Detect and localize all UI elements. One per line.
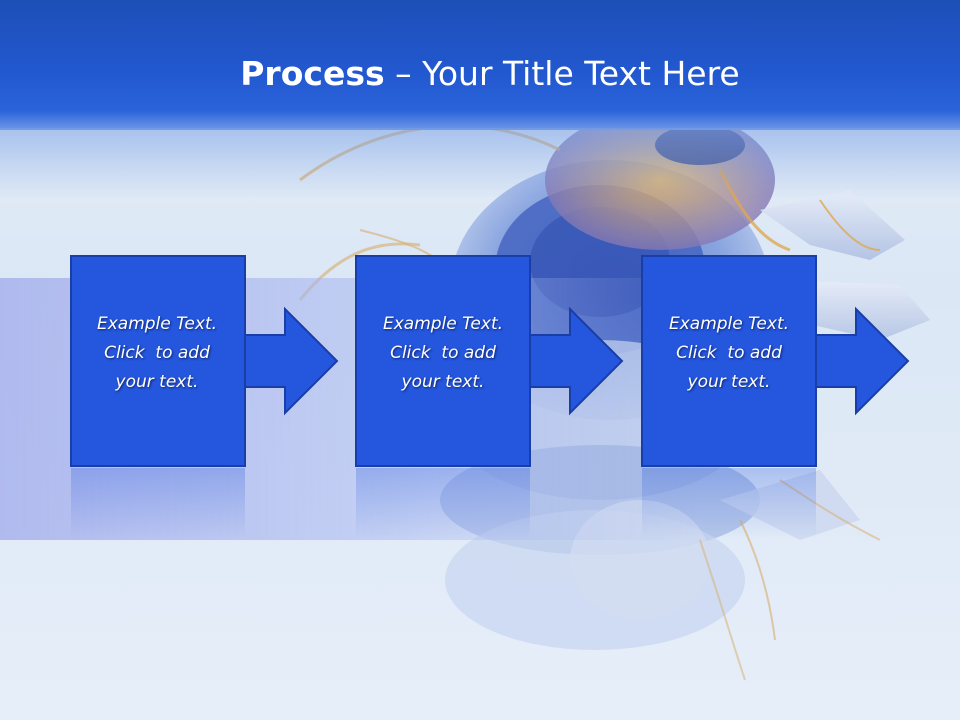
step-1-text[interactable]: Example Text. Click to add your text. [71,310,243,397]
slide-title[interactable]: Process – Your Title Text Here [0,52,960,96]
step-text-line: Click to add [676,343,782,363]
arrow-right-icon [813,306,910,416]
step-2-text[interactable]: Example Text. Click to add your text. [357,310,529,397]
title-bar-fade [0,128,960,198]
step-2-box [355,255,531,467]
title-rest-part: – Your Title Text Here [384,54,740,93]
step-text-line: Example Text. [382,314,504,334]
step-3-reflection [642,468,816,538]
step-2-reflection [356,468,530,538]
step-text-line: Example Text. [668,314,790,334]
process-step-1[interactable] [70,255,339,467]
step-text-line: your text. [687,372,771,392]
step-1-reflection [71,468,245,538]
title-bold-part: Process [240,54,385,93]
step-text-line: Click to add [104,343,210,363]
title-bar [0,0,960,130]
step-3-box [641,255,817,467]
step-text-line: Example Text. [96,314,218,334]
step-1-box [70,255,246,467]
step-3-text[interactable]: Example Text. Click to add your text. [643,310,815,397]
process-step-3[interactable] [641,255,910,467]
arrow-right-icon [242,306,339,416]
step-text-line: your text. [401,372,485,392]
step-text-line: your text. [115,372,199,392]
step-text-line: Click to add [390,343,496,363]
process-step-2[interactable] [355,255,624,467]
arrow-right-icon [527,306,624,416]
